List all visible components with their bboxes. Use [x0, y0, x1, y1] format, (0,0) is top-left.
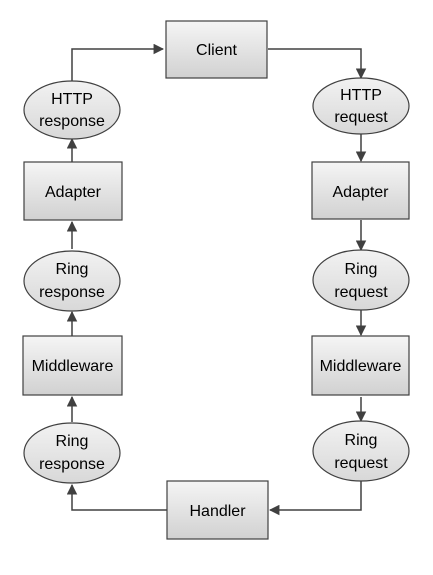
ring-response-upper-line1: Ring — [56, 261, 89, 278]
adapter-right-label: Adapter — [332, 184, 389, 201]
arrow-handler-to-ring-response-lower — [66, 483, 167, 511]
client-node: Client — [165, 20, 268, 79]
ring-request-upper-line2: request — [334, 284, 388, 301]
handler-node: Handler — [166, 480, 269, 540]
ring-request-upper-line1: Ring — [345, 261, 378, 278]
http-response-line2: response — [39, 113, 105, 130]
ring-response-lower-line1: Ring — [56, 433, 89, 450]
ring-request-lower-line1: Ring — [345, 432, 378, 449]
ring-response-lower-line2: response — [39, 456, 105, 473]
adapter-left-node: Adapter — [23, 161, 123, 221]
middleware-left-label: Middleware — [32, 358, 114, 375]
ring-response-lower-node: Ring response — [23, 422, 121, 484]
arrow-ring-request-lower-to-handler — [268, 480, 362, 516]
http-request-line1: HTTP — [340, 87, 382, 104]
ring-request-upper-node: Ring request — [312, 249, 410, 311]
middleware-left-node: Middleware — [22, 335, 123, 396]
handler-label: Handler — [189, 503, 246, 520]
adapter-left-label: Adapter — [45, 184, 102, 201]
client-label: Client — [196, 42, 237, 59]
http-request-node: HTTP request — [312, 77, 410, 135]
middleware-right-node: Middleware — [311, 335, 410, 396]
adapter-right-node: Adapter — [311, 161, 410, 220]
http-response-line1: HTTP — [51, 91, 93, 108]
ring-request-lower-node: Ring request — [312, 420, 410, 482]
http-request-line2: request — [334, 109, 388, 126]
ring-response-upper-line2: response — [39, 284, 105, 301]
http-response-node: HTTP response — [23, 80, 121, 140]
arrow-http-response-to-client — [71, 43, 165, 84]
ring-request-lower-line2: request — [334, 455, 388, 472]
ring-response-upper-node: Ring response — [23, 250, 121, 312]
middleware-right-label: Middleware — [320, 358, 402, 375]
arrow-client-to-http-request — [268, 48, 367, 80]
connectors — [66, 43, 367, 516]
